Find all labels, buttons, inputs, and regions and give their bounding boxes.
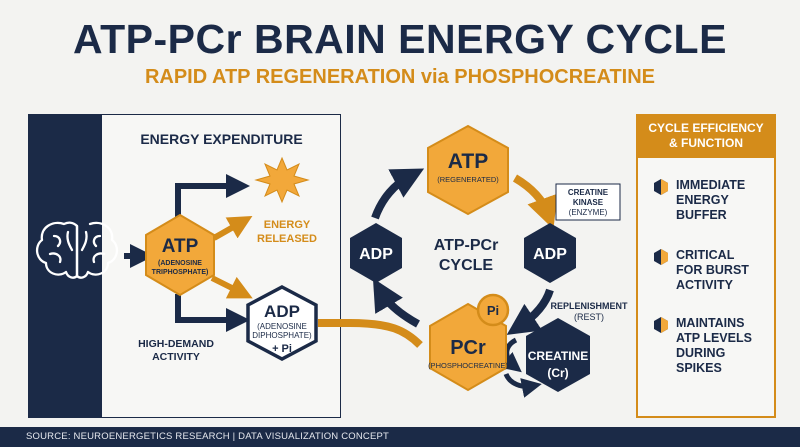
atp-label: ATP [162, 236, 199, 257]
atp-to-adp-arrow [210, 275, 253, 299]
cycle-arrow-upper-right [512, 174, 558, 230]
efficiency-item-line: ATP LEVELS [676, 331, 752, 345]
footer-bar [0, 427, 800, 447]
adp-sub-1: (ADENOSINE [257, 322, 307, 331]
pcr-sub: (PHOSPHOCREATINE) [428, 361, 508, 370]
efficiency-item-line: DURING [676, 346, 726, 360]
adp-cycle-right-hexagon [524, 223, 576, 283]
efficiency-item-line: FOR BURST [676, 263, 749, 277]
panel-side-band [28, 114, 102, 418]
atp-regenerated-sub: (REGENERATED) [437, 175, 499, 184]
hexagon-bullet-icon [654, 249, 668, 265]
atp-regenerated-hexagon [427, 124, 509, 216]
cycle-arrow-lower-left [372, 278, 420, 328]
efficiency-item: MAINTAINS ATP LEVELS DURING SPIKES [654, 316, 772, 376]
efficiency-item-line: MAINTAINS [676, 316, 745, 330]
cycle-efficiency-header: CYCLE EFFICIENCY & FUNCTION [636, 114, 776, 158]
creatine-line-2: (Cr) [547, 366, 568, 380]
efficiency-item-line: SPIKES [676, 361, 722, 375]
creatine-kinase-box [555, 183, 621, 221]
cycle-arrow-lower-right [506, 288, 554, 335]
efficiency-item-line: BUFFER [676, 208, 727, 222]
starburst-icon [254, 156, 310, 204]
atp-to-energy-arrow [212, 216, 253, 241]
creatine-kinase-line-2: KINASE [573, 198, 604, 207]
efficiency-item-line: ENERGY [676, 193, 729, 207]
pi-label: Pi [487, 303, 499, 318]
cycle-arrow-upper-left [371, 168, 425, 220]
adp-cycle-left-label: ADP [359, 246, 393, 263]
creatine-kinase-line-3: (ENZYME) [569, 208, 608, 217]
cycle-efficiency-header-line-1: CYCLE EFFICIENCY [648, 121, 764, 135]
pcr-label: PCr [450, 337, 486, 359]
adp-cycle-left-hexagon [350, 223, 402, 283]
replenishment-line-2: (REST) [574, 312, 604, 322]
cycle-efficiency-header-line-2: & FUNCTION [669, 136, 743, 150]
energy-expenditure-heading: ENERGY EXPENDITURE [140, 131, 303, 147]
hexagon-bullet-icon [654, 179, 668, 195]
cycle-center-line-2: CYCLE [439, 257, 494, 274]
page-subtitle: RAPID ATP REGENERATION via PHOSPHOCREATI… [144, 66, 656, 88]
efficiency-item-line: ACTIVITY [676, 278, 733, 292]
creatine-line-1: CREATINE [528, 349, 588, 363]
energy-released-line-1: ENERGY [264, 219, 311, 231]
efficiency-item-line: IMMEDIATE [676, 178, 746, 192]
recycle-arrow-top [499, 337, 522, 373]
recycle-arrow-bottom [503, 372, 542, 398]
replenishment-line-1: REPLENISHMENT [550, 301, 628, 311]
pi-circle [476, 293, 510, 327]
atp-to-burst-arrow [175, 174, 250, 218]
efficiency-item-line: CRITICAL [676, 248, 735, 262]
creatine-hexagon [526, 318, 590, 392]
energy-released-line-2: RELEASED [257, 233, 317, 245]
atp-regenerated-label: ATP [448, 150, 488, 173]
atp-sub-1: (ADENOSINE [158, 260, 202, 267]
page-title: ATP-PCr BRAIN ENERGY CYCLE [73, 16, 727, 62]
footer-source: SOURCE: NEUROENERGETICS RESEARCH | DATA … [26, 431, 390, 442]
high-demand-line-1: HIGH-DEMAND [138, 338, 214, 350]
adp-pi: + Pi [272, 343, 292, 355]
adp-to-pcr-connector [318, 319, 423, 348]
efficiency-item: IMMEDIATE ENERGY BUFFER [654, 178, 772, 223]
hexagon-bullet-icon [654, 317, 668, 333]
adp-diphosphate-hexagon [246, 285, 318, 361]
adp-cycle-right-label: ADP [533, 246, 567, 263]
atp-to-adp-demand-arrow [175, 294, 250, 332]
atp-sub-2: TRIPHOSPHATE) [152, 269, 209, 276]
brain-icon [35, 221, 119, 279]
cycle-efficiency-panel [636, 114, 776, 418]
adp-sub-2: DIPHOSPHATE) [252, 331, 312, 340]
efficiency-item: CRITICAL FOR BURST ACTIVITY [654, 248, 772, 293]
creatine-kinase-line-1: CREATINE [568, 188, 609, 197]
adp-label: ADP [264, 302, 300, 321]
pcr-hexagon [429, 302, 507, 392]
cycle-center-line-1: ATP-PCr [434, 237, 499, 254]
high-demand-line-2: ACTIVITY [152, 351, 200, 363]
